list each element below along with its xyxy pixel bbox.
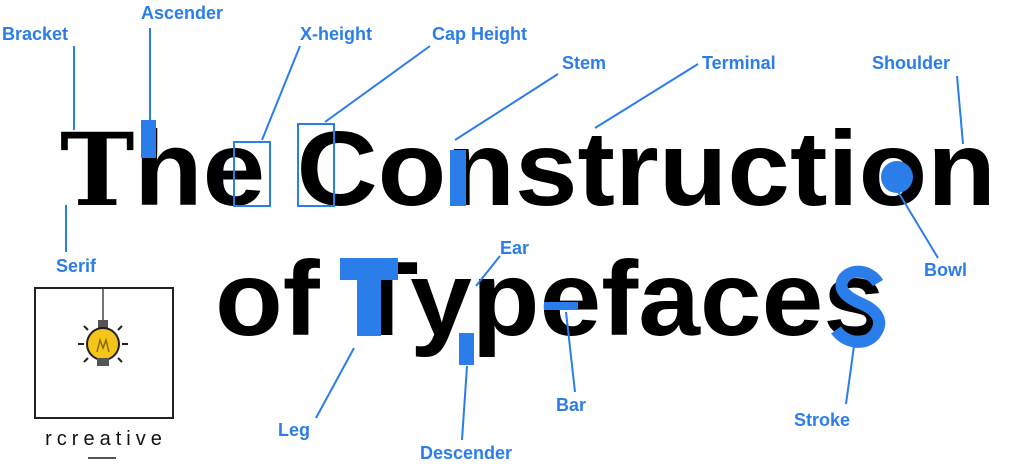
stroke-leader — [845, 345, 855, 405]
x-height-leader — [261, 45, 301, 141]
title-letter-T: T — [60, 111, 134, 229]
title-line2-text: of Typefaces — [215, 240, 885, 358]
bowl-leader — [896, 189, 939, 259]
terminal-leader — [594, 63, 699, 129]
label-bar: Bar — [556, 395, 587, 415]
ascender-highlight — [141, 120, 156, 158]
descender-leader — [461, 365, 468, 441]
cap-height-box — [297, 123, 335, 207]
bowl-highlight — [881, 161, 913, 193]
shoulder-leader — [956, 75, 964, 145]
leg-leader — [315, 347, 355, 419]
descender-highlight — [459, 333, 474, 365]
stem-leader — [454, 73, 559, 141]
stem-highlight — [450, 150, 466, 206]
stroke-highlight-s — [831, 265, 886, 348]
cap-height-leader — [324, 45, 431, 123]
label-leg: Leg — [278, 420, 311, 440]
label-ascender: Ascender — [141, 3, 224, 23]
brand-underline — [88, 457, 116, 459]
title-line1-text: he Construction — [134, 110, 996, 228]
bar-highlight — [544, 302, 578, 310]
label-serif: Serif — [56, 256, 97, 276]
lightbulb-icon — [78, 289, 128, 366]
x-height-box — [233, 141, 271, 207]
brand-name: rcreative — [45, 428, 167, 450]
label-cap-height: Cap Height — [432, 24, 528, 44]
label-stroke: Stroke — [794, 410, 851, 430]
bar-leader — [565, 311, 576, 393]
leader-lines — [65, 28, 964, 441]
logo-frame — [34, 287, 174, 419]
T-leg-highlight — [340, 258, 398, 336]
label-shoulder: Shoulder — [872, 53, 951, 73]
label-descender: Descender — [420, 443, 513, 463]
label-ear: Ear — [500, 238, 530, 258]
label-bracket: Bracket — [2, 24, 69, 44]
label-terminal: Terminal — [702, 53, 776, 73]
label-stem: Stem — [562, 53, 607, 73]
label-bowl: Bowl — [924, 260, 967, 280]
label-x-height: X-height — [300, 24, 372, 44]
ear-leader — [475, 255, 501, 287]
